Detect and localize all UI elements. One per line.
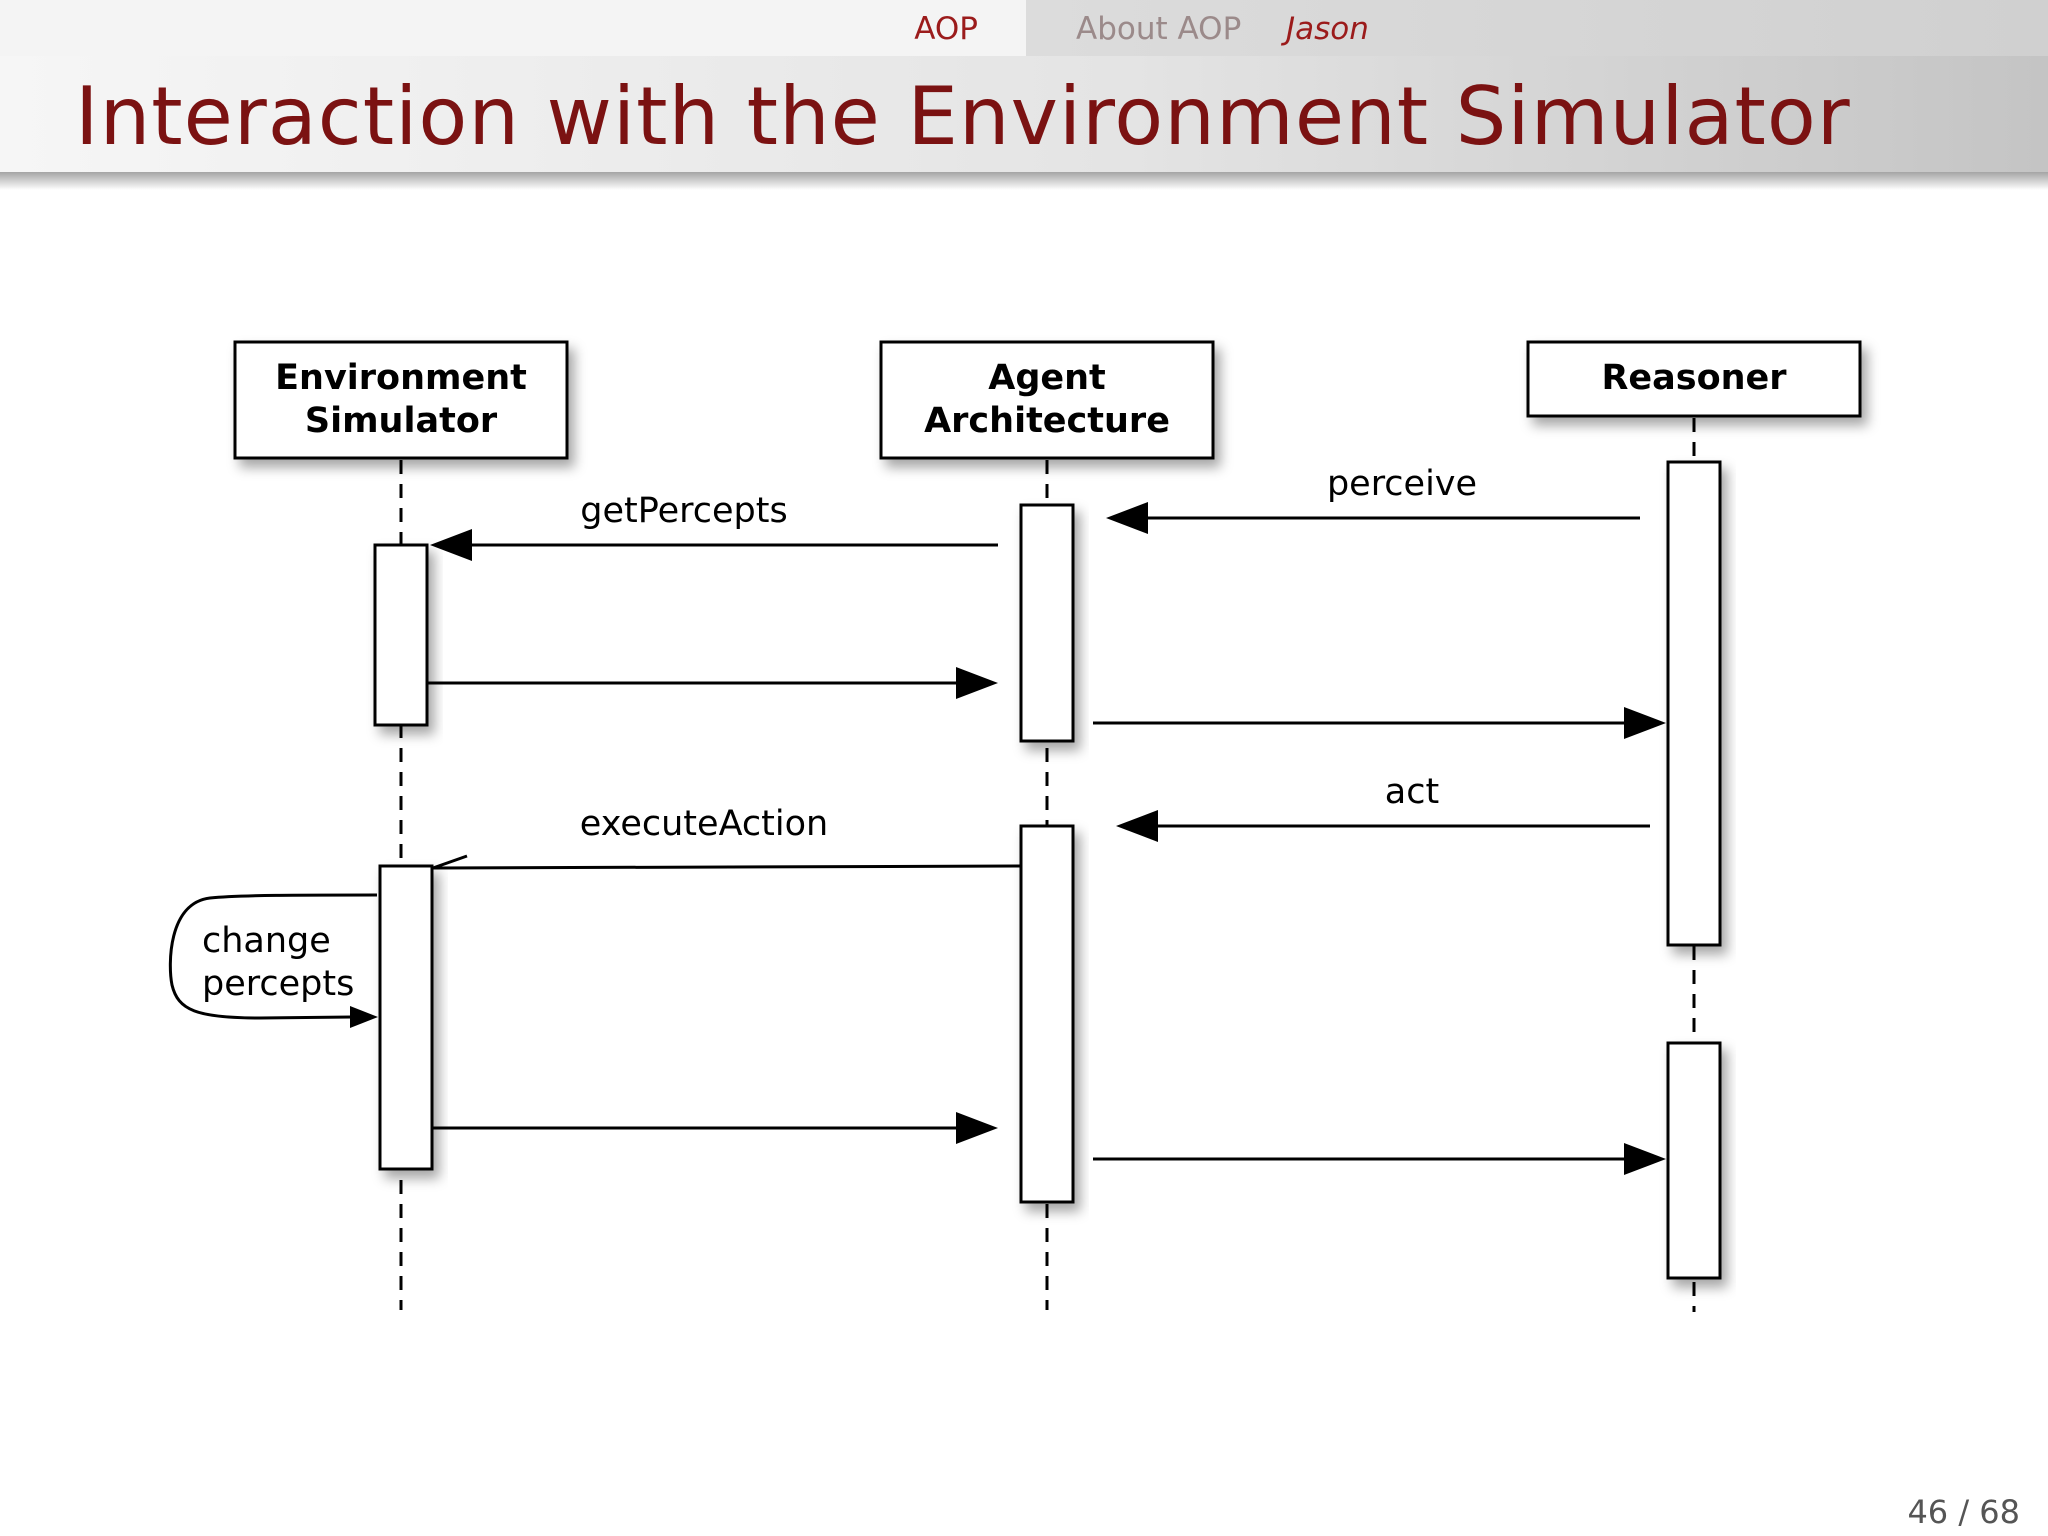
participant-reasoner-label: Reasoner [1601,358,1787,398]
participant-environment-label-1: Environment [275,358,527,398]
message-executeaction-line [432,864,1022,870]
nav-subsection-italic-link[interactable]: Jason [1286,11,1369,47]
participant-agent-label-1: Agent [988,358,1106,398]
nav-section-link[interactable]: AOP [914,11,978,47]
activation-environment-2 [378,864,434,1171]
message-return-4-arrowhead [1624,1143,1666,1175]
nav-left-section: AOP [0,0,1026,56]
message-perceive-label: perceive [1327,464,1477,504]
activation-agent-1 [1019,503,1075,743]
title-bar [0,56,2048,172]
participant-environment: Environment Simulator [233,340,569,460]
activation-environment-1 [373,543,429,727]
page-title: Interaction with the Environment Simulat… [75,70,1851,163]
message-act-label: act [1385,772,1439,812]
participant-environment-label-2: Simulator [305,401,498,441]
navigation-bar: AOP About AOP Jason [0,0,2048,56]
message-getpercepts-arrowhead [430,529,472,561]
activation-reasoner-2 [1666,1041,1722,1280]
activation-reasoner-1 [1666,460,1722,947]
self-message-change-label: change [202,921,331,961]
page-number: 46 / 68 [1907,1493,2020,1531]
title-shadow [0,172,2048,190]
message-executeaction-open-arrowhead [432,854,468,870]
message-return-2-arrowhead [1624,707,1666,739]
message-return-1-arrowhead [956,667,998,699]
message-act-arrowhead [1116,810,1158,842]
message-getpercepts-label: getPercepts [580,491,787,531]
participant-agent-label-2: Architecture [924,401,1170,441]
participant-agent: Agent Architecture [879,340,1215,460]
nav-right-section: About AOP Jason [1026,0,2048,56]
nav-subsection-link[interactable]: About AOP [1076,11,1242,47]
activation-agent-2 [1019,824,1075,1204]
message-perceive-arrowhead [1106,502,1148,534]
participant-reasoner: Reasoner [1526,340,1862,418]
message-return-3-arrowhead [956,1112,998,1144]
self-message-change-percepts-line [168,893,378,1020]
message-executeaction-label: executeAction [580,804,828,844]
self-message-change-percepts-arrowhead [350,1006,378,1028]
self-message-percepts-label: percepts [202,964,354,1004]
